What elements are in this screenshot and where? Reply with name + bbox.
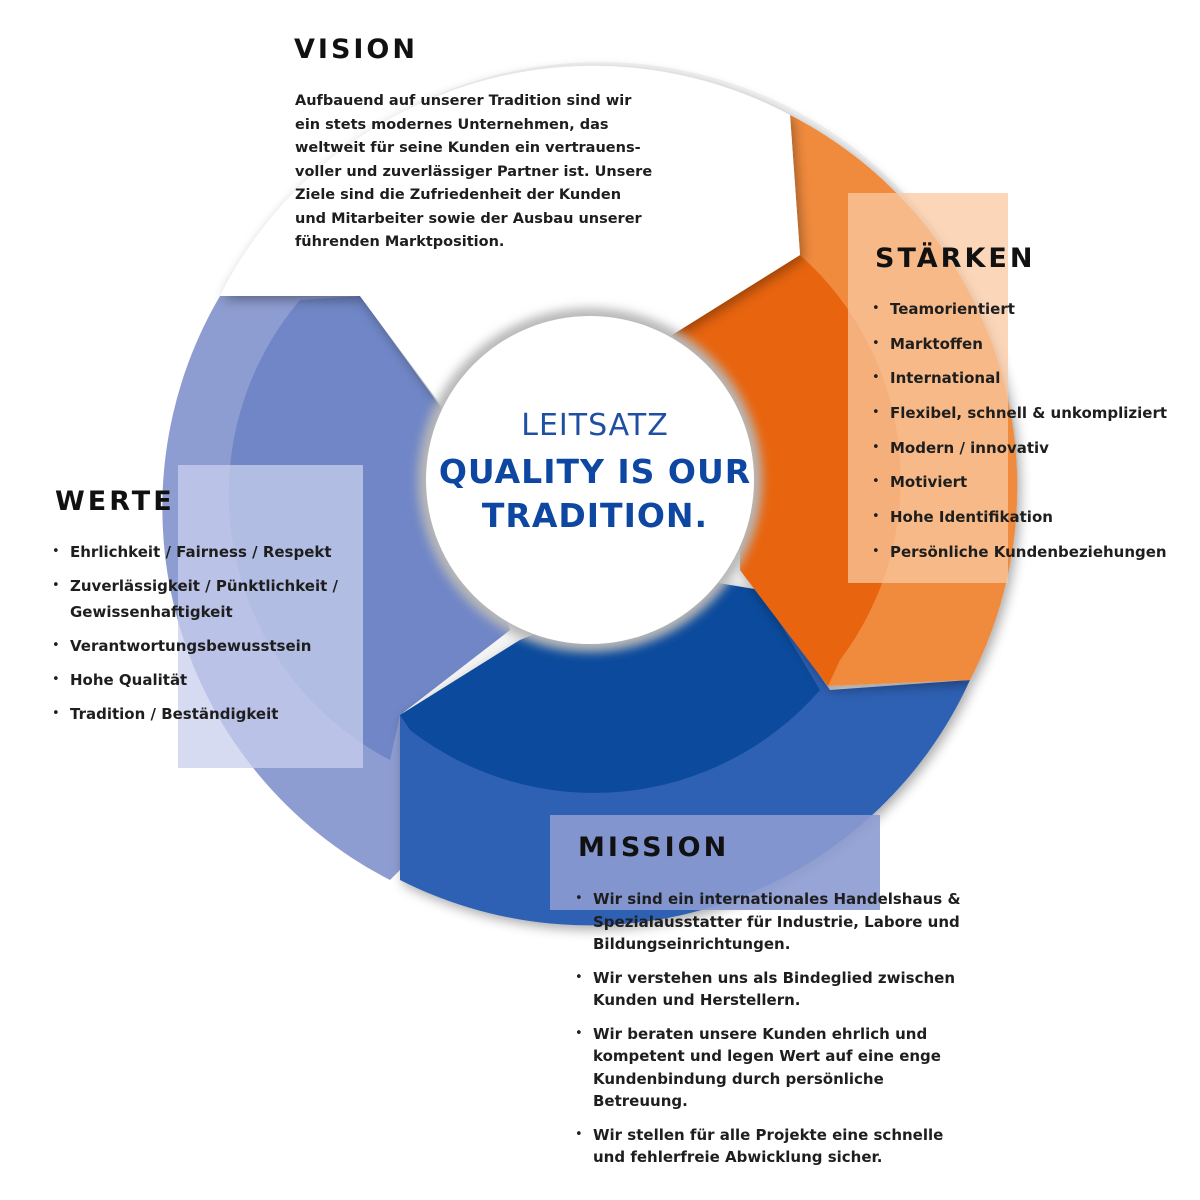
slogan-line-2: TRADITION. <box>481 496 709 535</box>
list-item: Wir stellen für alle Projekte eine schne… <box>573 1124 973 1169</box>
vision-line: führenden Marktposition. <box>295 234 505 250</box>
vision-line: Ziele sind die Zufriedenheit der Kunden <box>295 187 622 203</box>
list-item: Marktoffen <box>870 333 1190 368</box>
list-item: Motiviert <box>870 471 1190 506</box>
mission-title: MISSION <box>578 832 730 863</box>
list-item: Ehrlichkeit / Fairness / Respekt <box>50 539 350 565</box>
slogan-line-1: QUALITY IS OUR <box>438 452 752 491</box>
staerken-segment-inner <box>672 255 901 686</box>
mission-segment-inner <box>400 580 820 793</box>
center-circle <box>426 316 754 644</box>
vision-line: weltweit für seine Kunden ein vertrauens… <box>295 140 641 156</box>
list-item: Zuverlässigkeit / Pünktlichkeit / Gewiss… <box>50 573 350 625</box>
list-item: Wir sind ein internationales Handelshaus… <box>573 888 973 956</box>
vision-title: VISION <box>294 34 418 65</box>
list-item: Wir verstehen uns als Bindeglied zwische… <box>573 967 973 1012</box>
staerken-list: Teamorientiert Marktoffen International … <box>870 298 1190 576</box>
leitsatz-label: LEITSATZ <box>521 408 669 443</box>
list-item: International <box>870 367 1190 402</box>
vision-text: Aufbauend auf unserer Tradition sind wir… <box>295 90 655 255</box>
werte-list: Ehrlichkeit / Fairness / Respekt Zuverlä… <box>50 539 350 735</box>
list-item: Modern / innovativ <box>870 437 1190 472</box>
list-item: Verantwortungsbewusstsein <box>50 633 350 659</box>
staerken-title: STÄRKEN <box>875 243 1036 274</box>
list-item: Tradition / Beständigkeit <box>50 701 350 727</box>
list-item: Wir beraten unsere Kunden ehrlich und ko… <box>573 1023 973 1113</box>
mission-list: Wir sind ein internationales Handelshaus… <box>573 888 973 1180</box>
list-item: Flexibel, schnell & unkompliziert <box>870 402 1190 437</box>
vision-line: ein stets modernes Unternehmen, das <box>295 116 609 133</box>
vision-line: voller und zuverlässiger Partner ist. Un… <box>295 163 653 180</box>
list-item: Teamorientiert <box>870 298 1190 333</box>
list-item: Hohe Qualität <box>50 667 350 693</box>
werte-title: WERTE <box>55 486 175 517</box>
vision-line: Aufbauend auf unserer Tradition sind wir <box>295 93 632 109</box>
vision-line: und Mitarbeiter sowie der Ausbau unserer <box>295 210 642 227</box>
list-item: Hohe Identifikation <box>870 506 1190 541</box>
list-item: Persönliche Kundenbeziehungen <box>870 541 1190 576</box>
leitsatz-slogan: QUALITY IS OUR TRADITION. <box>430 450 760 538</box>
